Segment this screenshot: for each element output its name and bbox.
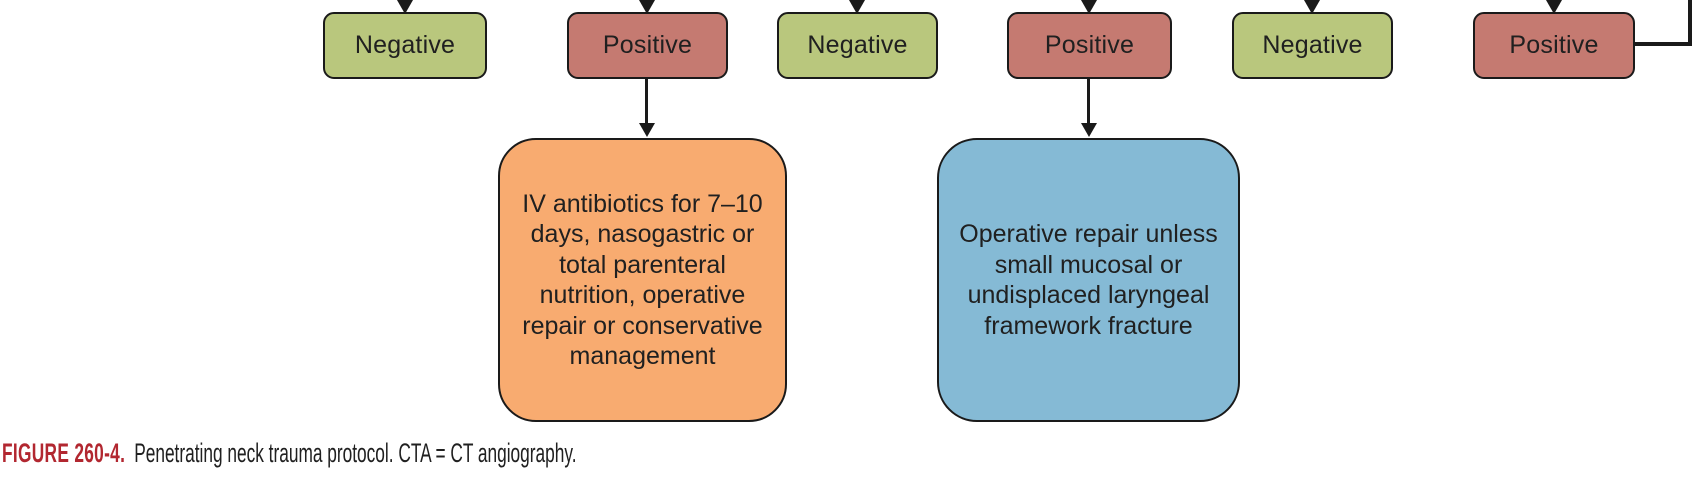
- result-node-negative-1: Negative: [323, 12, 487, 79]
- figure-caption-label: FIGURE 260-4.: [2, 438, 126, 468]
- result-node-negative-2: Negative: [777, 12, 938, 79]
- outcome-text: IV antibiotics for 7–10 days, nasogastri…: [522, 189, 763, 371]
- figure-caption: FIGURE 260-4. Penetrating neck trauma pro…: [2, 438, 577, 469]
- elbow-connector-horizontal: [1633, 42, 1692, 46]
- arrow-down-icon: [639, 123, 655, 137]
- result-label: Positive: [602, 31, 693, 59]
- outcome-node-operative-repair: Operative repair unless small mucosal or…: [937, 138, 1240, 422]
- outcome-text: Operative repair unless small mucosal or…: [959, 220, 1218, 340]
- arrow-down-icon: [1546, 0, 1562, 14]
- connector-shaft: [645, 79, 648, 124]
- arrow-down-icon: [1081, 123, 1097, 137]
- result-label: Negative: [354, 31, 456, 59]
- elbow-connector-vertical: [1688, 0, 1692, 46]
- result-node-positive-2: Positive: [1007, 12, 1172, 79]
- arrow-down-icon: [1081, 0, 1097, 14]
- figure-caption-text: Penetrating neck trauma protocol. CTA = …: [134, 438, 577, 468]
- outcome-node-iv-antibiotics: IV antibiotics for 7–10 days, nasogastri…: [498, 138, 787, 422]
- result-label: Positive: [1044, 31, 1135, 59]
- arrow-down-icon: [397, 0, 413, 14]
- connector-shaft: [1087, 79, 1090, 124]
- result-label: Positive: [1509, 31, 1599, 59]
- arrow-down-icon: [849, 0, 865, 14]
- result-node-positive-3: Positive: [1473, 12, 1635, 79]
- arrow-down-icon: [1304, 0, 1320, 14]
- result-node-positive-1: Positive: [567, 12, 728, 79]
- result-node-negative-3: Negative: [1232, 12, 1393, 79]
- arrow-down-icon: [639, 0, 655, 14]
- result-label: Negative: [807, 31, 908, 59]
- result-label: Negative: [1262, 31, 1363, 59]
